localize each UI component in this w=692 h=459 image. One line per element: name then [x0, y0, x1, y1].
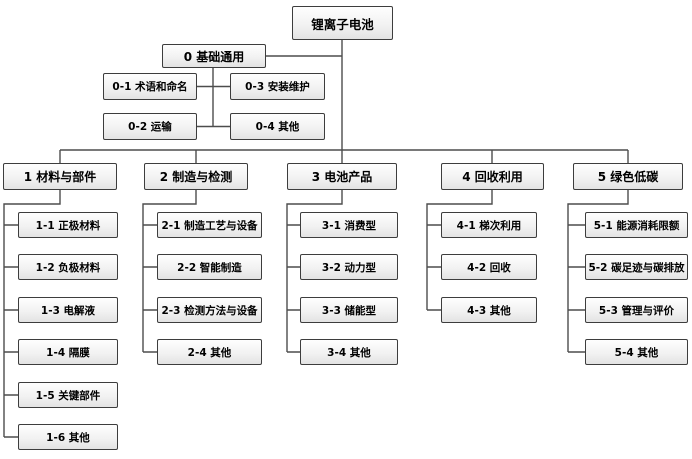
- col5-stub-lines: [568, 224, 585, 353]
- col1-stub-lines: [4, 224, 18, 438]
- node-0-header: 0 基础通用: [162, 44, 266, 68]
- node-1-3: 1-3 电解液: [18, 297, 118, 323]
- col2-trunk-line: [142, 190, 197, 352]
- col3-stub-lines: [287, 224, 300, 353]
- col1-trunk-line: [3, 190, 61, 437]
- col4-trunk-line: [426, 190, 493, 310]
- node-1-4: 1-4 隔膜: [18, 339, 118, 365]
- node-1-5: 1-5 关键部件: [18, 382, 118, 408]
- node-0-2: 0-2 运输: [103, 113, 197, 140]
- node-5-4: 5-4 其他: [585, 339, 688, 365]
- col2-stub-lines: [143, 224, 157, 353]
- node-1-1: 1-1 正极材料: [18, 212, 118, 238]
- node-4-header: 4 回收利用: [441, 163, 544, 190]
- node-0-1: 0-1 术语和命名: [103, 73, 197, 100]
- node-2-3: 2-3 检测方法与设备: [157, 297, 262, 323]
- node-3-4: 3-4 其他: [300, 339, 398, 365]
- col4-stub-lines: [427, 224, 441, 311]
- node-3-2: 3-2 动力型: [300, 254, 398, 280]
- node-5-header: 5 绿色低碳: [573, 163, 683, 190]
- node-0-4: 0-4 其他: [230, 113, 325, 140]
- node-5-3: 5-3 管理与评价: [585, 297, 688, 323]
- node-2-2: 2-2 智能制造: [157, 254, 262, 280]
- node-3-3: 3-3 储能型: [300, 297, 398, 323]
- node-3-header: 3 电池产品: [287, 163, 397, 190]
- node-4-2: 4-2 回收: [441, 254, 537, 280]
- node-root: 锂离子电池: [292, 6, 393, 40]
- node-1-6: 1-6 其他: [18, 424, 118, 450]
- node-2-header: 2 制造与检测: [144, 163, 248, 190]
- node-0-3: 0-3 安装维护: [230, 73, 325, 100]
- node-2-1: 2-1 制造工艺与设备: [157, 212, 262, 238]
- col3-trunk-line: [286, 190, 343, 352]
- node-2-4: 2-4 其他: [157, 339, 262, 365]
- node-4-1: 4-1 梯次利用: [441, 212, 537, 238]
- node-1-2: 1-2 负极材料: [18, 254, 118, 280]
- node-1-header: 1 材料与部件: [3, 163, 117, 190]
- node-3-1: 3-1 消费型: [300, 212, 398, 238]
- node-5-2: 5-2 碳足迹与碳排放: [585, 254, 688, 280]
- node-4-3: 4-3 其他: [441, 297, 537, 323]
- col5-trunk-line: [567, 190, 629, 352]
- node-5-1: 5-1 能源消耗限额: [585, 212, 688, 238]
